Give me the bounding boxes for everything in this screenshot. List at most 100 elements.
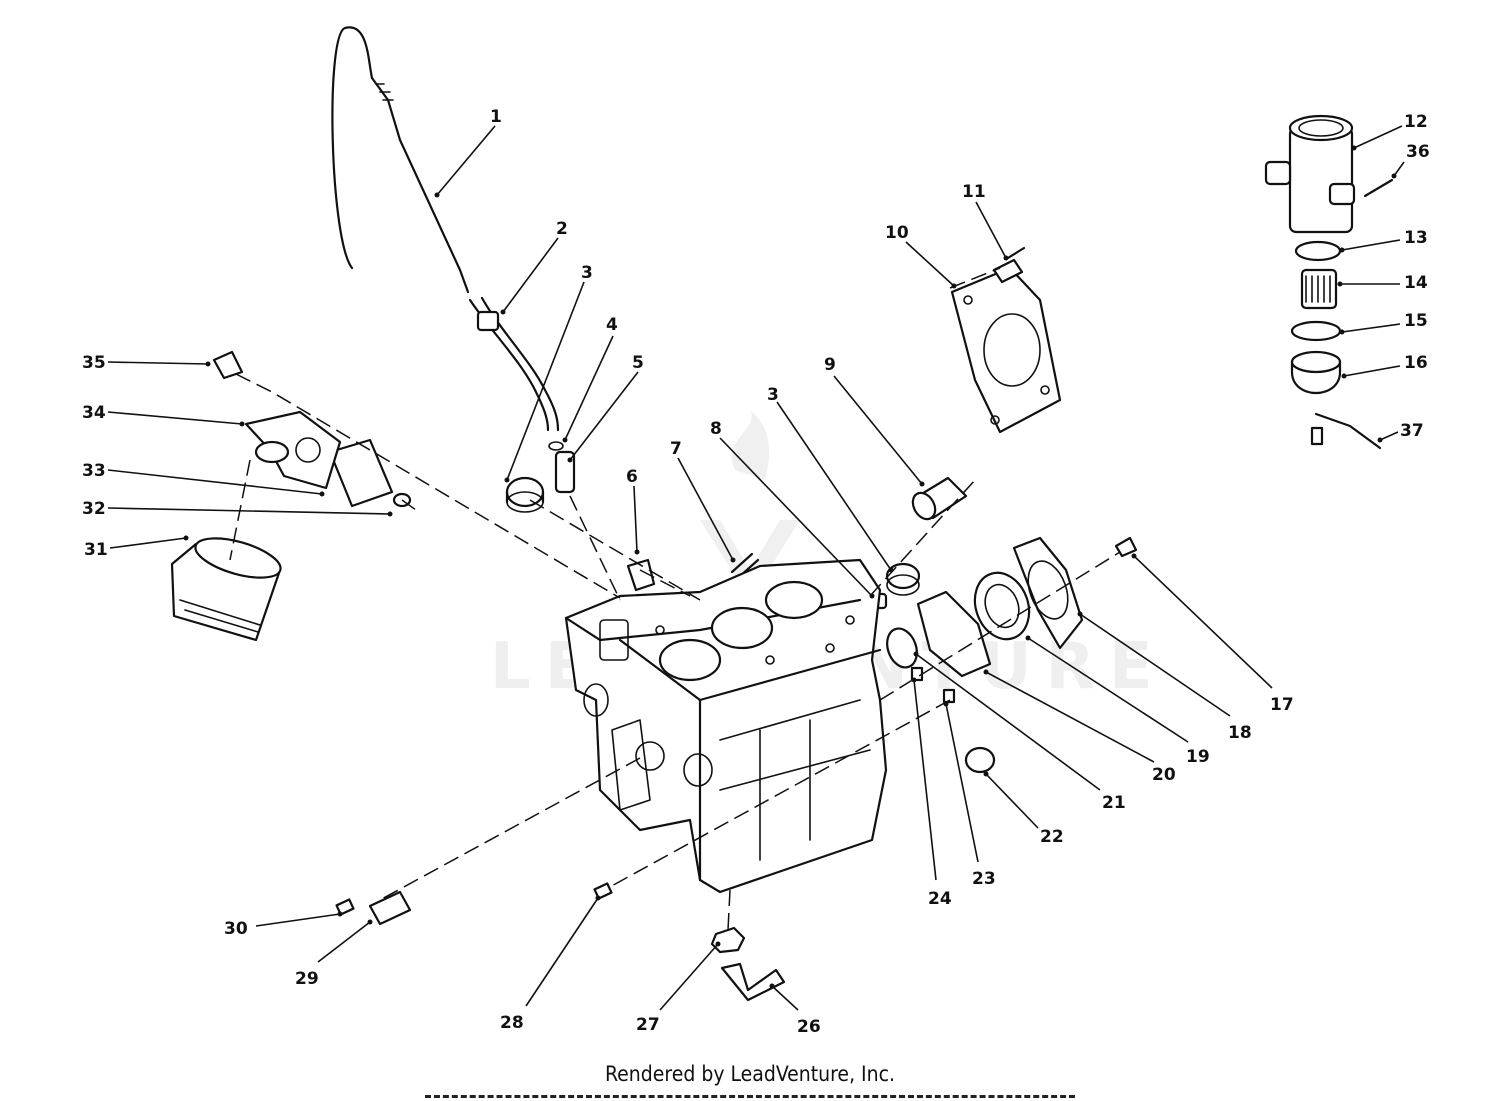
callout-1: 1 [434,107,502,198]
callout-35: 35 [82,353,211,373]
callout-29: 29 [295,919,373,989]
footer-rule [425,1095,1075,1101]
svg-text:10: 10 [885,223,909,243]
gasket-part [916,590,992,678]
svg-text:1: 1 [490,107,502,127]
callout-4: 4 [562,315,618,443]
filter-housing-part [1264,114,1356,234]
svg-text:9: 9 [824,355,836,375]
callout-8: 8 [710,419,875,599]
oil-filter-part [170,537,282,642]
callout-18: 18 [1077,611,1252,743]
head-bolt-part [212,350,244,380]
callout-20: 20 [983,669,1176,785]
svg-text:23: 23 [972,869,996,889]
callout-30: 30 [224,911,343,939]
svg-text:32: 32 [82,499,106,519]
washer-mid-part [1290,320,1342,342]
svg-text:29: 29 [295,969,319,989]
svg-text:6: 6 [626,467,638,487]
drain-nut-part [710,926,746,954]
callout-10: 10 [885,223,957,289]
callout-28: 28 [500,895,601,1033]
svg-text:35: 35 [82,353,106,373]
bushing-part [911,476,968,521]
svg-text:16: 16 [1404,353,1428,373]
callout-19: 19 [1025,635,1210,767]
callout-21: 21 [913,651,1126,813]
svg-text:13: 13 [1404,228,1428,248]
callout-13: 13 [1339,228,1428,253]
drain-plug-part [1310,426,1324,446]
expansion-plug-part [886,627,918,669]
drain-fitting-part [1314,412,1382,450]
dipstick-part [331,26,470,294]
callout-26: 26 [769,983,821,1037]
svg-text:20: 20 [1152,765,1176,785]
callout-27: 27 [636,941,721,1035]
svg-text:27: 27 [636,1015,660,1035]
callout-31: 31 [84,535,189,560]
svg-text:33: 33 [82,461,106,481]
callout-3-right: 3 [767,385,894,573]
callout-3-left: 3 [504,263,593,483]
callout-17: 17 [1131,553,1294,715]
callout-6: 6 [626,467,640,555]
svg-text:3: 3 [767,385,779,405]
svg-text:34: 34 [82,403,106,423]
callout-36: 36 [1391,142,1430,179]
svg-text:28: 28 [500,1013,524,1033]
svg-text:12: 12 [1404,112,1428,132]
watermark-logo [700,410,800,600]
callout-12: 12 [1351,112,1428,151]
svg-text:37: 37 [1400,421,1424,441]
core-plug-right-part [885,562,921,596]
callout-33: 33 [82,461,325,497]
engine-block-part [564,558,888,894]
callout-37: 37 [1377,421,1424,443]
callout-5: 5 [567,353,644,463]
o-ring-fitting-part [548,441,576,494]
svg-text:26: 26 [797,1017,821,1037]
assembly-lines [229,267,1121,931]
callout-14: 14 [1337,273,1428,293]
svg-text:36: 36 [1406,142,1430,162]
svg-text:15: 15 [1404,311,1428,331]
svg-text:8: 8 [710,419,722,439]
callout-22: 22 [983,771,1064,847]
svg-text:14: 14 [1404,273,1428,293]
washer-top-part [1294,240,1342,262]
svg-text:3: 3 [581,263,593,283]
gear-cover-part [1012,536,1084,650]
filter-element-part [1300,268,1338,310]
drain-elbow-part [720,962,786,1002]
callout-16: 16 [1341,353,1428,379]
svg-text:17: 17 [1270,695,1294,715]
svg-text:2: 2 [556,219,568,239]
filter-head-gasket-part [328,438,394,508]
core-plug-left-part [505,476,545,513]
callout-15: 15 [1339,311,1428,335]
svg-text:5: 5 [632,353,644,373]
callout-7: 7 [670,439,736,563]
plate-bolt-part [992,246,1026,284]
svg-text:31: 31 [84,540,108,560]
pin-d-part [335,898,355,916]
svg-text:7: 7 [670,439,682,459]
footer-credit: Rendered by LeadVenture, Inc. [605,1062,895,1086]
callout-9: 9 [824,355,925,487]
oil-seal-part [973,571,1031,641]
callout-32: 32 [82,499,393,519]
svg-text:4: 4 [606,315,618,335]
svg-text:30: 30 [224,919,248,939]
svg-text:22: 22 [1040,827,1064,847]
svg-text:24: 24 [928,889,952,909]
dowel-pin-a-part [942,688,956,704]
svg-text:18: 18 [1228,723,1252,743]
callout-23: 23 [943,701,996,889]
seal-ring-part [964,746,996,774]
pin-c-part [593,882,613,900]
callout-34: 34 [82,403,245,427]
callout-11: 11 [962,182,1009,261]
